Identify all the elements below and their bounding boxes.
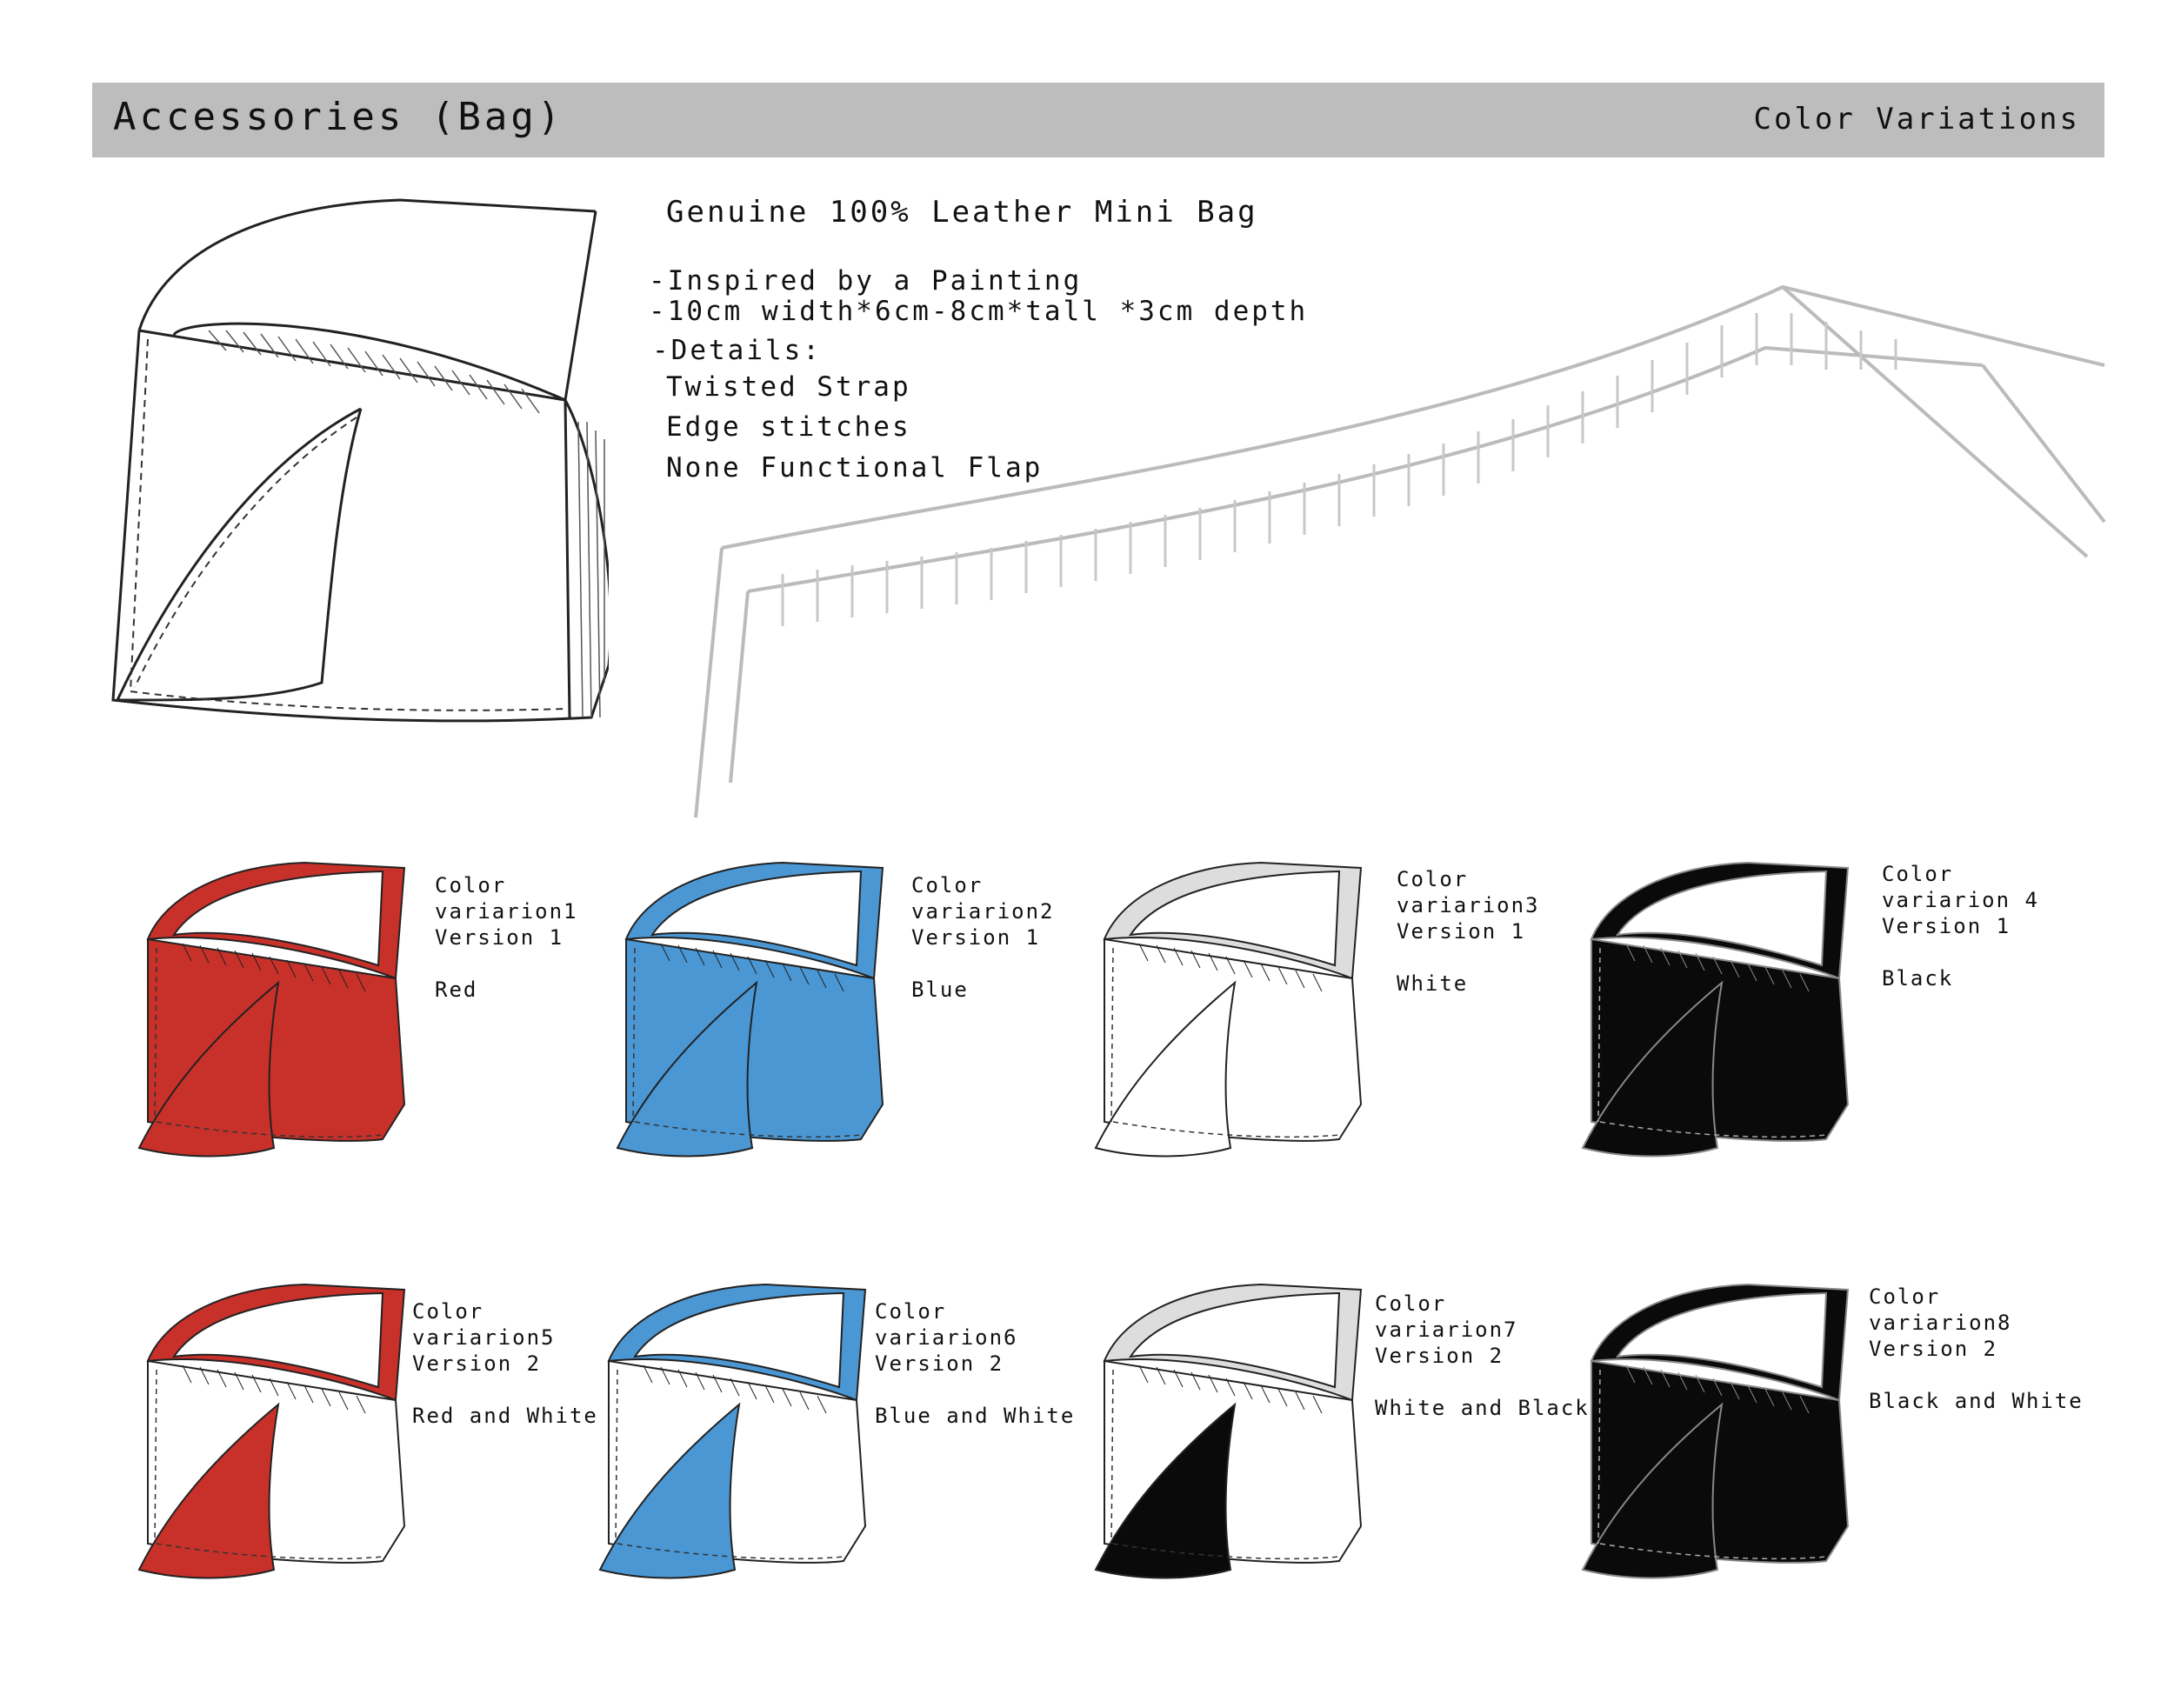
desc-line-details: -Details: <box>652 335 822 366</box>
bag-variation-drawing <box>1094 1283 1365 1587</box>
bag-variation-drawing <box>1581 1283 1852 1587</box>
main-bag-sketch <box>111 198 609 723</box>
desc-line-flap: None Functional Flap <box>666 452 1044 484</box>
page-subtitle: Color Variations <box>1753 102 2080 137</box>
desc-line-dimensions: -10cm width*6cm-8cm*tall *3cm depth <box>649 296 1309 327</box>
bag-variation-drawing <box>1581 861 1852 1165</box>
desc-line-strap: Twisted Strap <box>666 371 911 403</box>
page-title: Accessories (Bag) <box>113 95 564 139</box>
bag-variation-drawing <box>616 861 887 1165</box>
bag-variation-drawing <box>137 1283 409 1587</box>
strap-sketch <box>694 284 2106 818</box>
desc-line-painting: -Inspired by a Painting <box>649 265 1083 297</box>
bag-variation-drawing <box>598 1283 870 1587</box>
desc-line-stitches: Edge stitches <box>666 411 911 443</box>
header-bar: Accessories (Bag) Color Variations <box>92 83 2104 157</box>
bag-variation-drawing <box>137 861 409 1165</box>
product-title: Genuine 100% Leather Mini Bag <box>666 195 1258 230</box>
bag-variation-drawing <box>1094 861 1365 1165</box>
